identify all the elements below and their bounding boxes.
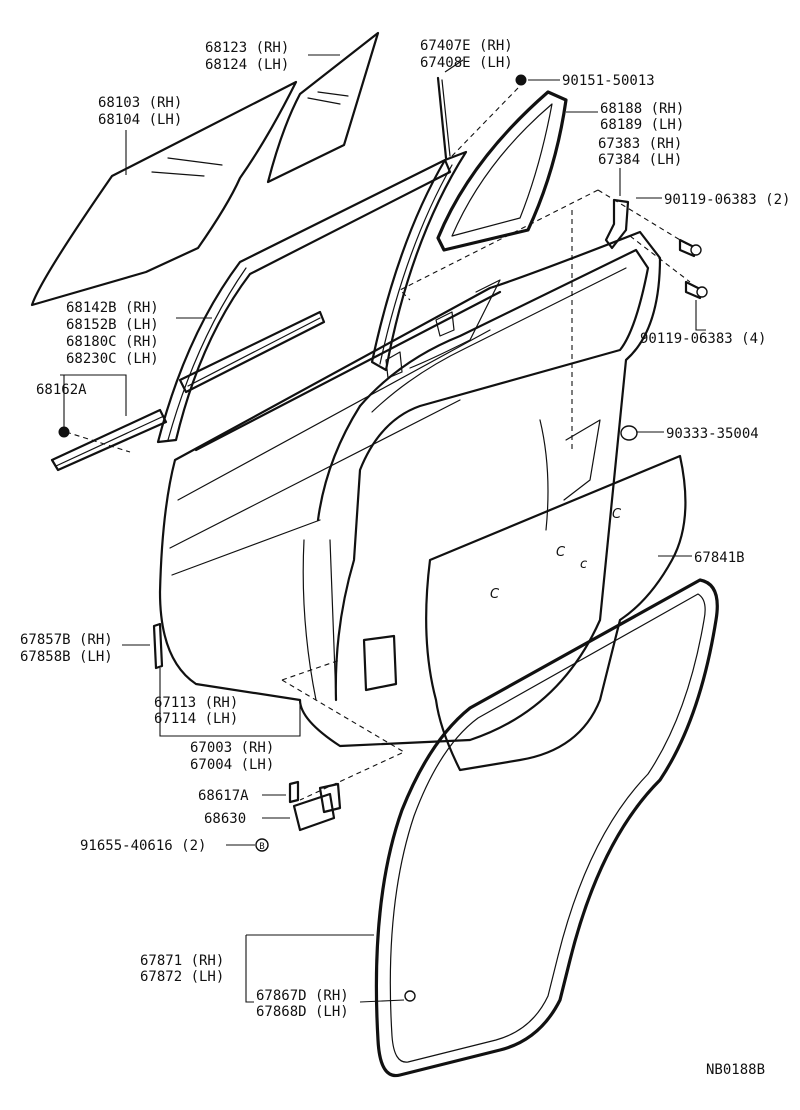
footer-code: NB0188B — [706, 1062, 765, 1078]
callout-door-assembly-rh: 67003 (RH) — [190, 740, 274, 756]
callout-quarter-weatherstrip-rh: 68188 (RH) — [600, 101, 684, 117]
quarter-glass-drawing — [266, 31, 380, 184]
callout-door-weatherstrip-rh: 67871 (RH) — [140, 953, 224, 969]
callout-belt-molding-lh: 68230C (LH) — [66, 351, 159, 367]
door-weatherstrip-drawing — [374, 578, 719, 1078]
callout-door-weatherstrip-lh: 67872 (LH) — [140, 969, 224, 985]
callout-seal-strip-rh: 67857B (RH) — [20, 632, 113, 648]
callout-bolt-2: 90119-06383 (2) — [664, 192, 790, 208]
callout-weatherstrip-clip-lh: 67868D (LH) — [256, 1004, 349, 1020]
leader-lines — [60, 54, 706, 1003]
quarter-weatherstrip-drawing — [436, 90, 568, 252]
callout-quarter-glass-lh: 68124 (LH) — [205, 57, 289, 73]
callout-bolt-4: 90119-06383 (4) — [640, 331, 766, 347]
nut-drawing: B — [255, 838, 269, 852]
callout-door-panel-rh: 67113 (RH) — [154, 695, 238, 711]
belt-molding-drawing — [178, 310, 326, 394]
callout-clip-part: 68162A — [36, 382, 87, 398]
center-channel-drawing — [370, 76, 468, 372]
callout-striker-bolt: 68617A — [198, 788, 249, 804]
callout-door-glass-rh: 68103 (RH) — [98, 95, 182, 111]
callout-seal-strip-lh: 67858B (LH) — [20, 649, 113, 665]
svg-text:C: C — [490, 587, 500, 602]
callout-hinge-nut: 91655-40616 (2) — [80, 838, 206, 854]
door-shell-drawing — [158, 230, 662, 748]
svg-text:c: c — [580, 557, 587, 572]
callout-bracket-lh: 67384 (LH) — [598, 152, 682, 168]
callout-plug: 90333-35004 — [666, 426, 759, 442]
clip-strip-drawing — [50, 408, 168, 472]
svg-text:C: C — [612, 507, 622, 522]
callout-door-assembly-lh: 67004 (LH) — [190, 757, 274, 773]
plug-drawing — [620, 425, 638, 441]
callout-quarter-glass-rh: 68123 (RH) — [205, 40, 289, 56]
callout-labels: 68123 (RH) 68124 (LH) 68103 (RH) 68104 (… — [20, 38, 790, 1078]
svg-text:C: C — [556, 545, 566, 560]
striker-bolt-drawing — [288, 780, 300, 804]
callout-bracket-rh: 67383 (RH) — [598, 136, 682, 152]
door-glass-drawing — [30, 80, 298, 307]
run-channel-drawing — [156, 158, 452, 444]
bracket-drawing — [604, 198, 630, 250]
dashed-guide-lines — [65, 87, 691, 801]
service-cover-drawing: C C C c — [425, 454, 687, 772]
callout-screw-top: 90151-50013 — [562, 73, 655, 89]
callout-run-channel-lh: 68152B (LH) — [66, 317, 159, 333]
callout-quarter-weatherstrip-lh: 68189 (LH) — [600, 117, 684, 133]
weatherstrip-clip-drawing — [404, 990, 416, 1002]
hinge-drawing — [292, 782, 342, 832]
callout-center-channel-lh: 67408E (LH) — [420, 55, 513, 71]
callout-door-panel-lh: 67114 (LH) — [154, 711, 238, 727]
nut-marker: B — [259, 842, 264, 852]
callout-belt-molding-rh: 68180C (RH) — [66, 334, 159, 350]
callout-weatherstrip-clip-rh: 67867D (RH) — [256, 988, 349, 1004]
callout-center-channel-rh: 67407E (RH) — [420, 38, 513, 54]
seal-strip-drawing — [152, 622, 164, 670]
callout-run-channel-rh: 68142B (RH) — [66, 300, 159, 316]
callout-hinge: 68630 — [204, 811, 246, 827]
screw-top-drawing — [515, 74, 527, 86]
bolt-2-drawing — [678, 238, 702, 258]
callout-service-cover: 67841B — [694, 550, 745, 566]
callout-door-glass-lh: 68104 (LH) — [98, 112, 182, 128]
bolt-4-drawing — [684, 280, 708, 300]
